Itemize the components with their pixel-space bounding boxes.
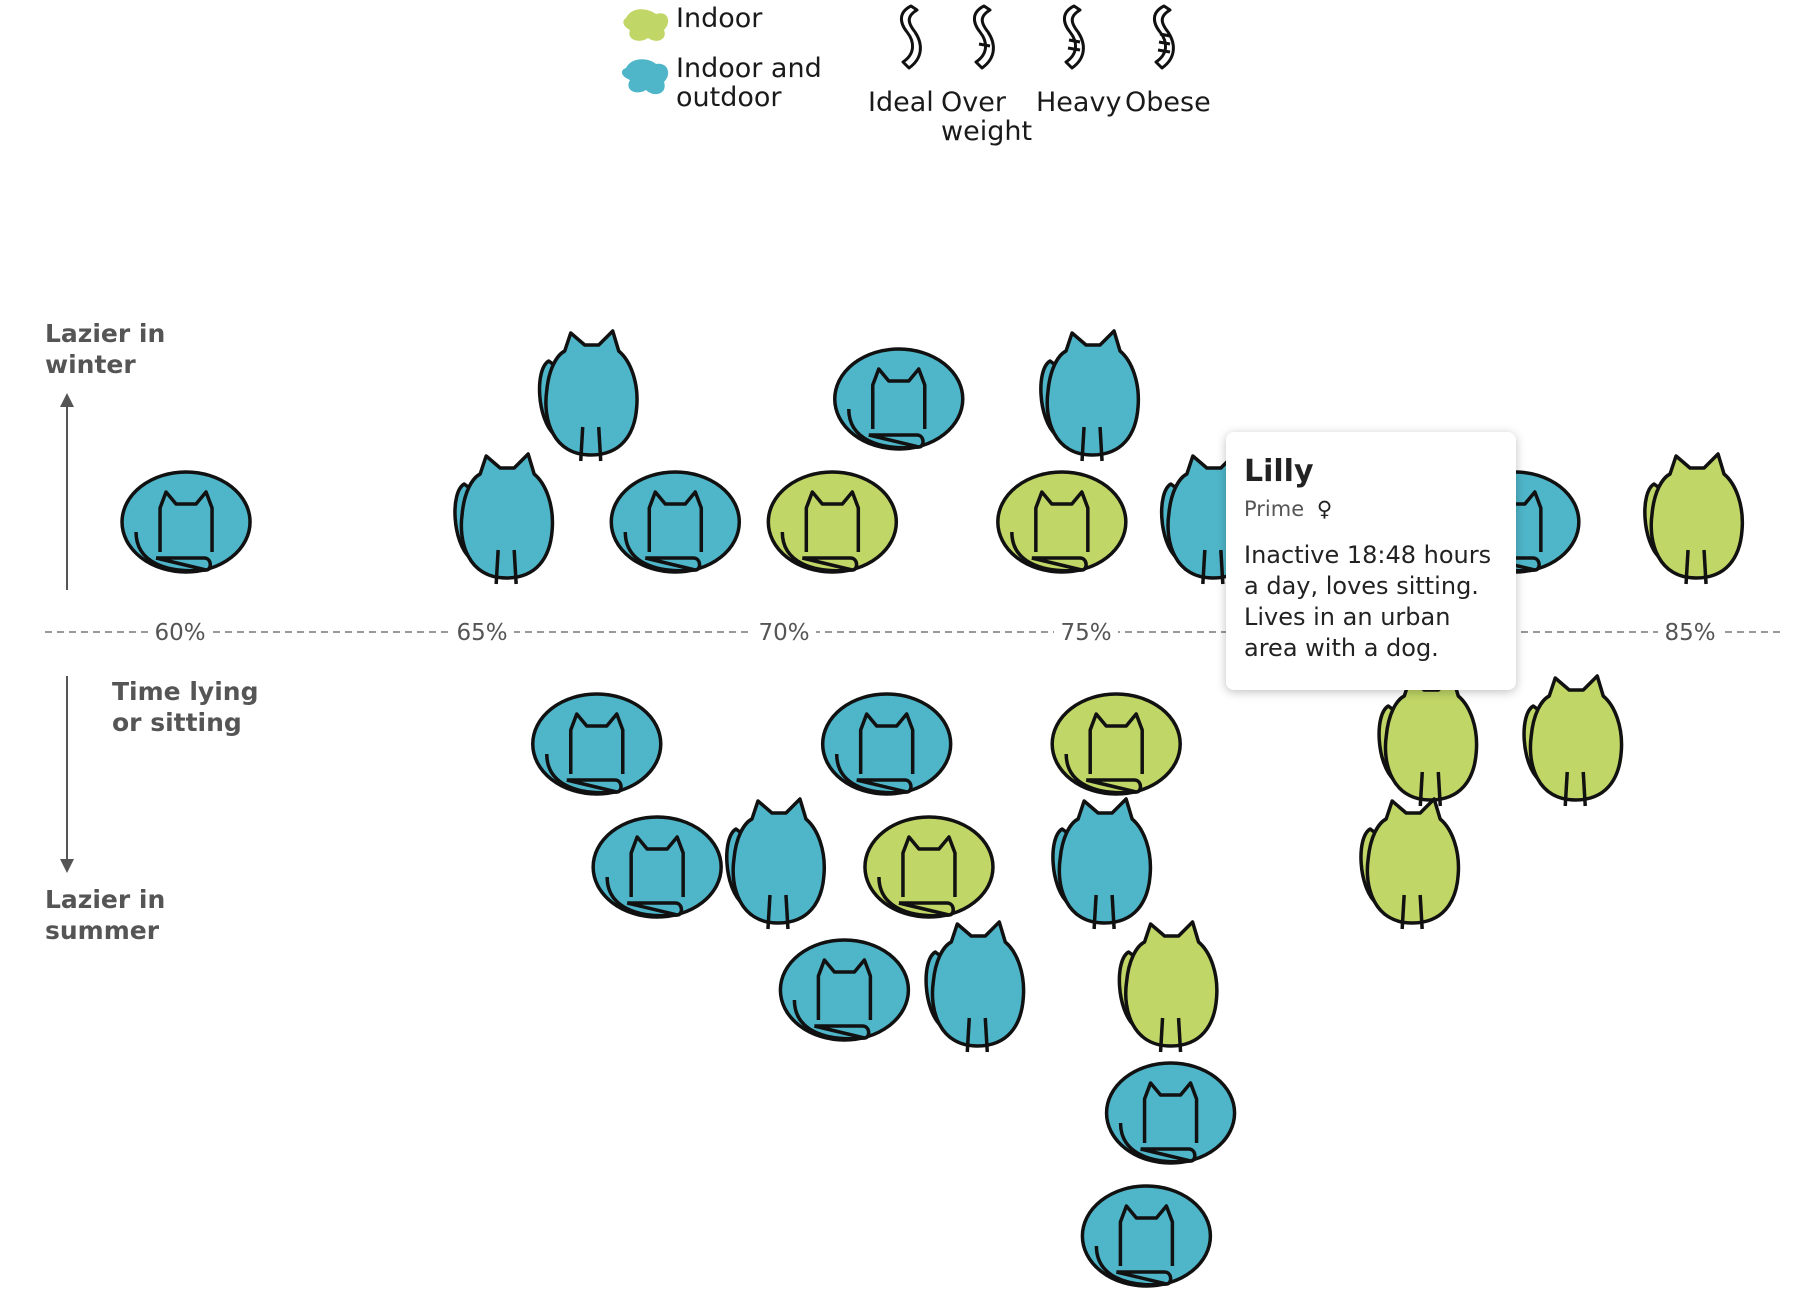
axis-top-label: Lazier in winter [45,319,166,379]
cat-point-1[interactable] [120,470,252,574]
x-tick-label: 75% [1060,620,1111,646]
cat-point-6[interactable] [833,347,965,451]
cat-point-25[interactable] [1377,674,1479,807]
cat-point-12[interactable] [1643,452,1745,585]
x-tick-label: 65% [456,620,507,646]
tooltip-subtitle: Prime ♀ [1244,496,1498,522]
cat-point-20[interactable] [1050,692,1182,796]
cat-point-16[interactable] [863,815,995,919]
cat-point-23[interactable] [1104,1061,1237,1165]
cat-point-15[interactable] [725,797,827,930]
tooltip-description: Inactive 18:48 hours a day, loves sittin… [1244,541,1492,662]
cat-point-5[interactable] [766,470,899,574]
cat-point-18[interactable] [778,938,911,1042]
legend-indoor-outdoor-swatch-icon [621,59,669,95]
legend-indoor-outdoor-label: Indoor and outdoor [676,53,822,113]
cat-point-4[interactable] [609,470,742,574]
female-symbol-icon: ♀ [1316,497,1333,521]
tooltip-life-stage: Prime [1244,497,1305,521]
legend-tail-heavy-icon [1063,4,1085,70]
cat-point-8[interactable] [1039,329,1141,462]
tooltip-cat-name: Lilly [1244,454,1314,489]
cat-point-21[interactable] [1051,797,1153,930]
cat-point-2[interactable] [453,452,555,585]
legend-tail-heavy-label: Heavy [1036,87,1122,118]
legend-tail-obese-icon [1153,4,1175,70]
legend-tail-overweight-label: Over weight [941,87,1033,147]
legend-tail-ideal-label: Ideal [868,87,934,118]
cat-point-22[interactable] [1117,920,1219,1053]
x-tick-label: 60% [154,620,205,646]
x-axis-ticks: 60% 65% 70% 75% 85% [148,618,1722,646]
axis-bottom-label: Lazier in summer [45,885,166,945]
cat-marks [120,329,1745,1288]
cat-point-26[interactable] [1522,674,1624,807]
cat-point-13[interactable] [531,692,663,796]
cat-point-17[interactable] [591,815,723,919]
legend-indoor-swatch-icon [623,9,669,41]
axis-center-label: Time lying or sitting [112,677,259,737]
cat-tooltip: Lilly Prime ♀ Inactive 18:48 hours a day… [1226,432,1516,690]
cat-point-3[interactable] [537,329,639,462]
cat-point-19[interactable] [924,920,1026,1053]
legend-tail-overweight-icon [973,4,995,70]
x-tick-label: 70% [758,620,809,646]
legend-tail-obese-label: Obese [1125,87,1211,118]
cat-point-27[interactable] [1359,797,1461,930]
x-tick-label: 85% [1664,620,1715,646]
cat-point-7[interactable] [996,470,1128,574]
legend-indoor-label: Indoor [676,3,763,34]
cat-point-24[interactable] [1080,1184,1213,1288]
cat-point-14[interactable] [820,692,953,796]
legend-tail-ideal-icon [900,4,922,70]
